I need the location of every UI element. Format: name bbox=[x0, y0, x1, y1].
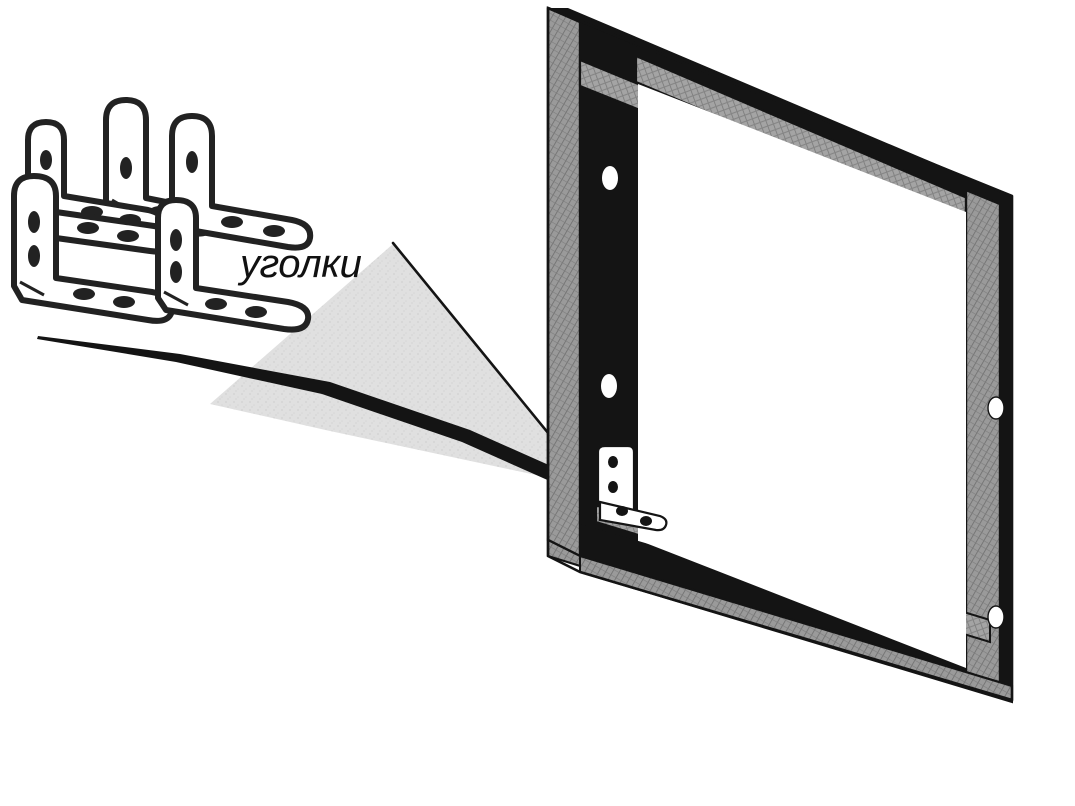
bracket-rear-center-hole-v1 bbox=[120, 157, 132, 179]
bracket-front-right-hole-v2 bbox=[170, 261, 182, 283]
installed-bracket-vertical-arm bbox=[596, 444, 636, 512]
loose-corner-brackets bbox=[11, 97, 314, 333]
bracket-front-left-hole-v2 bbox=[28, 245, 40, 267]
installed-bracket-hole-v1 bbox=[608, 456, 618, 468]
bracket-front-left-plate-hole-1 bbox=[77, 222, 99, 234]
frame-outline bbox=[546, 6, 1014, 702]
bracket-front-right-body bbox=[155, 197, 312, 333]
bracket-front-left-hole-v1 bbox=[28, 211, 40, 233]
bracket-front-right-hole-h1 bbox=[205, 298, 227, 310]
hole-left-upper bbox=[602, 166, 618, 190]
bracket-front-left-hole-h1 bbox=[73, 288, 95, 300]
hole-right-lower bbox=[987, 605, 1005, 629]
bracket-front-left-plate-hole-2 bbox=[117, 230, 139, 242]
frame bbox=[546, 6, 1014, 704]
hole-right-upper bbox=[987, 396, 1005, 420]
bracket-rear-left-hole-v1 bbox=[40, 150, 52, 170]
frame-opening-b bbox=[640, 86, 964, 664]
corner-bracket-installed bbox=[596, 444, 668, 532]
installed-bracket-hole-h2 bbox=[640, 516, 652, 526]
bracket-front-left-hole-h2 bbox=[113, 296, 135, 308]
bracket-front-left-fold bbox=[19, 280, 45, 297]
bracket-front-right-hole-v1 bbox=[170, 229, 182, 251]
callout-shade-wedge bbox=[210, 244, 592, 487]
frame-bottom-under-face bbox=[579, 554, 1013, 704]
bracket-rear-right-hole-v1 bbox=[186, 151, 198, 173]
bracket-front-right-hole-h2 bbox=[245, 306, 267, 318]
frame-left-side-face bbox=[546, 6, 582, 558]
bracket-rear-right-body bbox=[169, 113, 314, 251]
bracket-front-right-fold bbox=[163, 290, 189, 307]
frame-holes bbox=[601, 166, 1005, 629]
frame-member-left-face bbox=[580, 22, 638, 560]
bracket-rear-right-hole-h1 bbox=[221, 216, 243, 228]
installed-bracket-hole-v2 bbox=[608, 481, 618, 493]
frame-member-bottom-band bbox=[580, 524, 1012, 686]
hole-left-lower bbox=[601, 374, 617, 398]
bracket-front-right bbox=[155, 197, 312, 333]
installed-bracket-hole-h1 bbox=[616, 506, 628, 516]
bracket-rear-right-hole-h2 bbox=[263, 225, 285, 237]
